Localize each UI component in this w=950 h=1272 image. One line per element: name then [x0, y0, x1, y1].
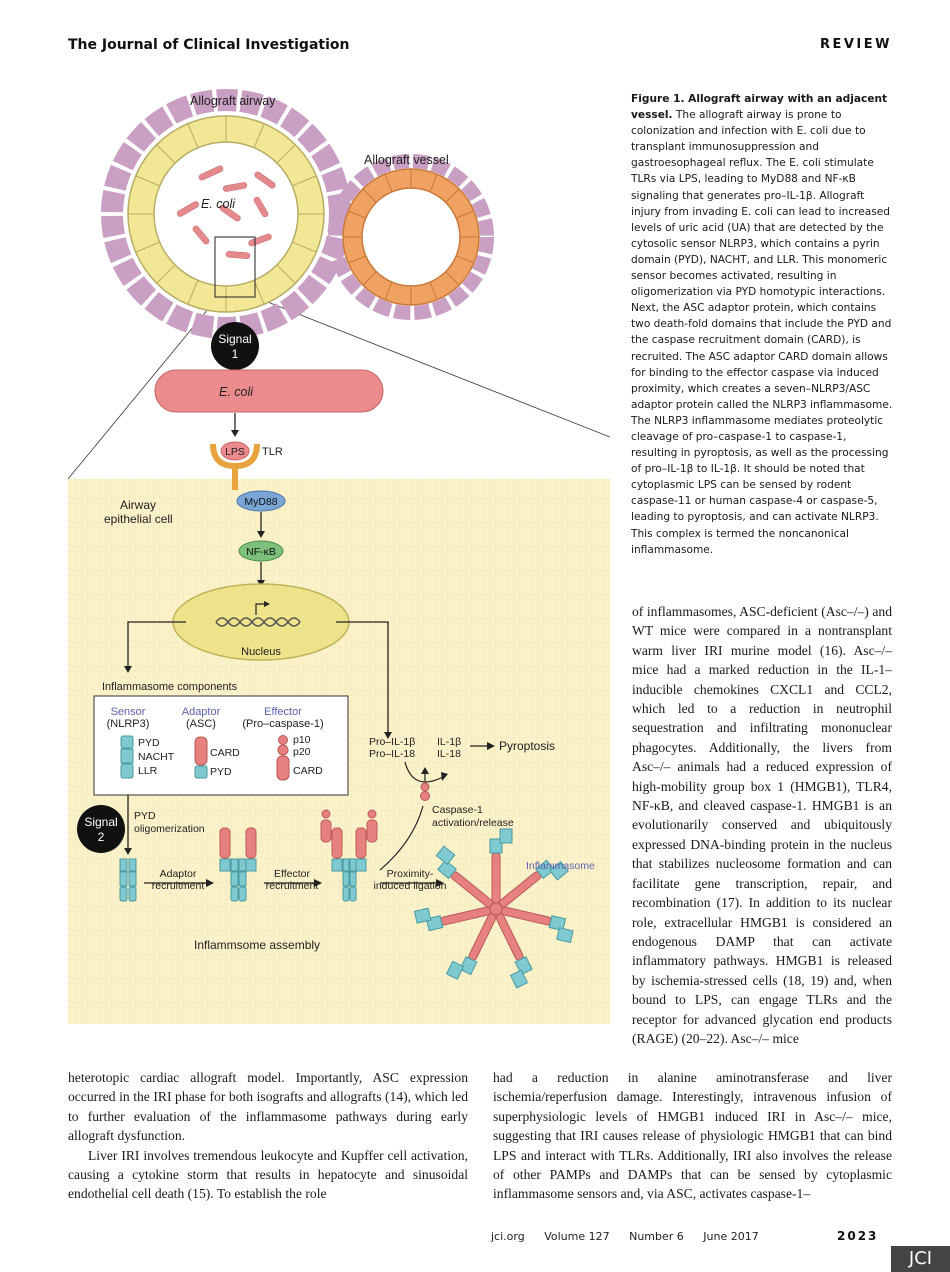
- ecoli-label: E. coli: [201, 197, 236, 211]
- nfkb-label: NF-κB: [246, 546, 276, 558]
- airway-cell-label-2: epithelial cell: [104, 512, 173, 526]
- pyroptosis-label: Pyroptosis: [499, 739, 555, 753]
- body-paragraph: Liver IRI involves tremendous leukocyte …: [68, 1147, 468, 1202]
- sensor-oligomer-icon: [119, 858, 137, 902]
- adaptor-protein-icon: [194, 736, 208, 779]
- signal1-badge: [211, 322, 259, 370]
- caspase-label-1: Caspase-1: [432, 804, 483, 816]
- effector-protein-icon: [276, 735, 290, 781]
- llr-label: LLR: [138, 765, 158, 777]
- body-paragraph: heterotopic cardiac allograft model. Imp…: [68, 1070, 468, 1144]
- p20-label: p20: [293, 746, 311, 758]
- allograft-airway: [101, 89, 351, 339]
- pro-il18-label: Pro–IL-18: [369, 748, 415, 760]
- pyd-adaptor-label: PYD: [210, 766, 232, 778]
- body-paragraph: of inflammasomes, ASC-deficient (Asc–/–)…: [632, 604, 892, 1046]
- effector-complex-icon: [320, 809, 378, 902]
- footer-site-link[interactable]: jci.org: [491, 1230, 525, 1243]
- components-box: [93, 695, 349, 796]
- card-label: CARD: [210, 747, 240, 759]
- signal1-label: Signal: [218, 332, 251, 346]
- body-paragraph: had a reduction in alanine aminotransfer…: [493, 1070, 892, 1202]
- allograft-vessel-label: Allograft vessel: [364, 153, 449, 167]
- allograft-vessel: [328, 154, 494, 320]
- il1b-label: IL-1β: [437, 736, 461, 748]
- myd88-node: [236, 490, 286, 512]
- il18-label: IL-18: [437, 748, 461, 760]
- effector-recruitment-label-2: recruitment: [266, 880, 319, 892]
- adaptor-subtitle: (ASC): [186, 718, 216, 730]
- proximity-label-1: Proximity-: [387, 868, 434, 880]
- nfkb-node: [238, 540, 284, 562]
- figure-caption: Figure 1. Allograft airway with an adjac…: [631, 91, 893, 558]
- proximity-label-2: induced ligation: [374, 880, 447, 892]
- p10-label: p10: [293, 734, 311, 746]
- lps-label: LPS: [225, 446, 245, 458]
- assembly-label: Inflammsome assembly: [194, 938, 320, 952]
- jci-logo: JCI: [891, 1246, 950, 1272]
- footer-date: June 2017: [703, 1230, 759, 1243]
- nucleus-label: Nucleus: [241, 646, 281, 658]
- pro-il1b-label: Pro–IL-1β: [369, 736, 415, 748]
- adaptor-title: Adaptor: [182, 706, 221, 718]
- inflammasome-label: Inflammasome: [526, 860, 595, 872]
- signal2-badge: [77, 805, 125, 853]
- inflammasome-components-title: Inflammasome components: [102, 681, 238, 693]
- pyd-oligomerization-label-1: PYD: [134, 810, 156, 822]
- sensor-title: Sensor: [111, 706, 146, 718]
- sensor-protein-icon: [120, 735, 134, 779]
- adaptor-recruitment-label-2: recruitment: [152, 880, 205, 892]
- caption-title: Figure 1. Allograft airway with an adjac…: [631, 93, 888, 122]
- adaptor-recruitment-label-1: Adaptor: [160, 868, 197, 880]
- footer-volume: Volume 127: [544, 1230, 610, 1243]
- inflammasome-complex-icon: [413, 828, 576, 989]
- body-column-left-bottom: heterotopic cardiac allograft model. Imp…: [68, 1068, 468, 1204]
- page-number: 2023: [837, 1229, 879, 1243]
- page-footer: jci.org Volume 127 Number 6 June 2017: [491, 1230, 775, 1243]
- nacht-label: NACHT: [138, 751, 175, 763]
- ecoli-bacterium: [154, 369, 384, 413]
- signal2-number: 2: [98, 830, 105, 844]
- pyd-oligomerization-label-2: oligomerization: [134, 823, 205, 835]
- section-label: REVIEW: [819, 37, 892, 52]
- footer-number: Number 6: [629, 1230, 684, 1243]
- adaptor-complex-icon: [219, 827, 257, 902]
- effector-recruitment-label-1: Effector: [274, 868, 310, 880]
- journal-title: The Journal of Clinical Investigation: [68, 37, 350, 53]
- sensor-subtitle: (NLRP3): [107, 718, 150, 730]
- body-column-right-bottom: had a reduction in alanine aminotransfer…: [493, 1068, 892, 1204]
- signal2-label: Signal: [84, 815, 117, 829]
- card-effector-label: CARD: [293, 765, 323, 777]
- caption-text: The allograft airway is prone to coloniz…: [631, 109, 893, 556]
- myd88-label: MyD88: [244, 496, 277, 508]
- caspase-1-icon: [420, 782, 430, 801]
- figure-1: Allograft airway E. coli Allograft vesse…: [68, 89, 610, 1024]
- lps-molecule: [220, 441, 250, 461]
- body-column-right-top: of inflammasomes, ASC-deficient (Asc–/–)…: [632, 602, 892, 1048]
- signal1-number: 1: [232, 347, 239, 361]
- effector-title: Effector: [264, 706, 302, 718]
- pyd-label: PYD: [138, 737, 160, 749]
- airway-cell-label-1: Airway: [120, 498, 156, 512]
- dna-strand: [215, 617, 301, 627]
- caspase-label-2: activation/release: [432, 817, 514, 829]
- ecoli-bar-label: E. coli: [219, 385, 254, 399]
- effector-subtitle: (Pro–caspase-1): [242, 718, 323, 730]
- tlr-label: TLR: [262, 446, 283, 458]
- allograft-airway-label: Allograft airway: [190, 94, 276, 108]
